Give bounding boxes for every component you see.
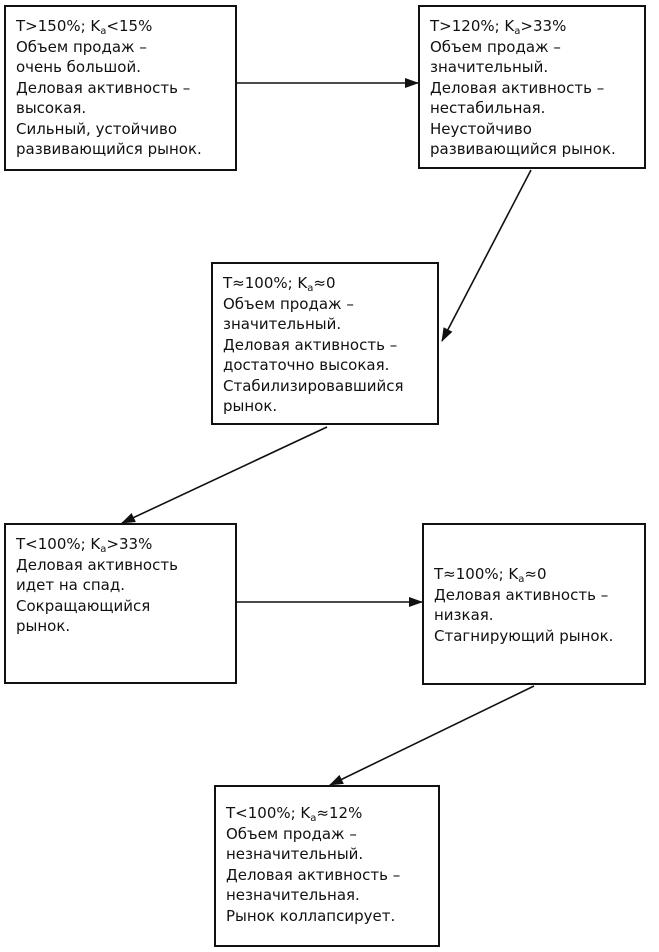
node-text-line: Деловая активность –	[223, 335, 398, 354]
node-strong-growing-market: T>150%; Ka<15% Объем продаж – очень боль…	[4, 5, 237, 171]
node-text-line: очень большой.	[16, 58, 141, 76]
node-header: T<100%; Ka>33%	[16, 535, 153, 555]
node-header: T>150%; Ka<15%	[16, 17, 153, 37]
node-text-line: Объем продаж –	[223, 294, 354, 313]
edge-n3-n4	[121, 426, 328, 524]
node-text-line: Сильный, устойчиво	[16, 119, 178, 138]
node-text-line: Неустойчиво	[430, 119, 532, 138]
node-text-line: Деловая активность –	[226, 865, 401, 884]
node-text-line: Объем продаж –	[430, 37, 561, 56]
node-text-line: развивающийся рынок.	[430, 140, 616, 158]
node-text-line: Деловая активность –	[16, 78, 191, 97]
node-text-line: Стабилизировавшийся	[223, 376, 404, 395]
node-text-line: незначительная.	[226, 886, 360, 904]
edge-n2-n3	[441, 169, 532, 342]
node-text-line: нестабильная.	[430, 99, 546, 117]
node-text-line: Объем продаж –	[226, 824, 357, 843]
node-shrinking-market: T<100%; Ka>33% Деловая активность идет н…	[4, 523, 237, 684]
node-header: T≈100%; Ka≈0	[434, 565, 547, 585]
node-text-line: незначительный.	[226, 845, 364, 863]
node-collapsing-market: T<100%; Ka≈12% Объем продаж – незначител…	[214, 785, 440, 947]
node-text-line: значительный.	[223, 315, 342, 333]
node-text-line: достаточно высокая.	[223, 356, 390, 374]
node-text-line: развивающийся рынок.	[16, 140, 202, 158]
node-header: T≈100%; Ka≈0	[223, 274, 336, 294]
node-text-line: рынок.	[223, 397, 278, 415]
node-text-line: Рынок коллапсирует.	[226, 906, 396, 925]
node-text-line: Деловая активность –	[434, 585, 609, 604]
node-text-line: Сокращающийся	[16, 596, 151, 615]
edge-n5-n6	[329, 685, 535, 786]
node-text-line: высокая.	[16, 99, 87, 117]
node-text-line: низкая.	[434, 606, 494, 624]
node-header: T<100%; Ka≈12%	[226, 804, 363, 824]
node-stabilized-market: T≈100%; Ka≈0 Объем продаж – значительный…	[211, 262, 439, 425]
node-text-line: Деловая активность	[16, 555, 178, 574]
node-text-line: Объем продаж –	[16, 37, 147, 56]
node-stagnating-market: T≈100%; Ka≈0 Деловая активность – низкая…	[422, 523, 646, 685]
node-text-line: значительный.	[430, 58, 549, 76]
node-text-line: Деловая активность –	[430, 78, 605, 97]
node-unstable-growing-market: T>120%; Ka>33% Объем продаж – значительн…	[418, 5, 646, 169]
node-text-line: Стагнирующий рынок.	[434, 626, 614, 645]
node-text-line: рынок.	[16, 617, 71, 635]
node-text-line: идет на спад.	[16, 576, 126, 594]
node-header: T>120%; Ka>33%	[430, 17, 567, 37]
